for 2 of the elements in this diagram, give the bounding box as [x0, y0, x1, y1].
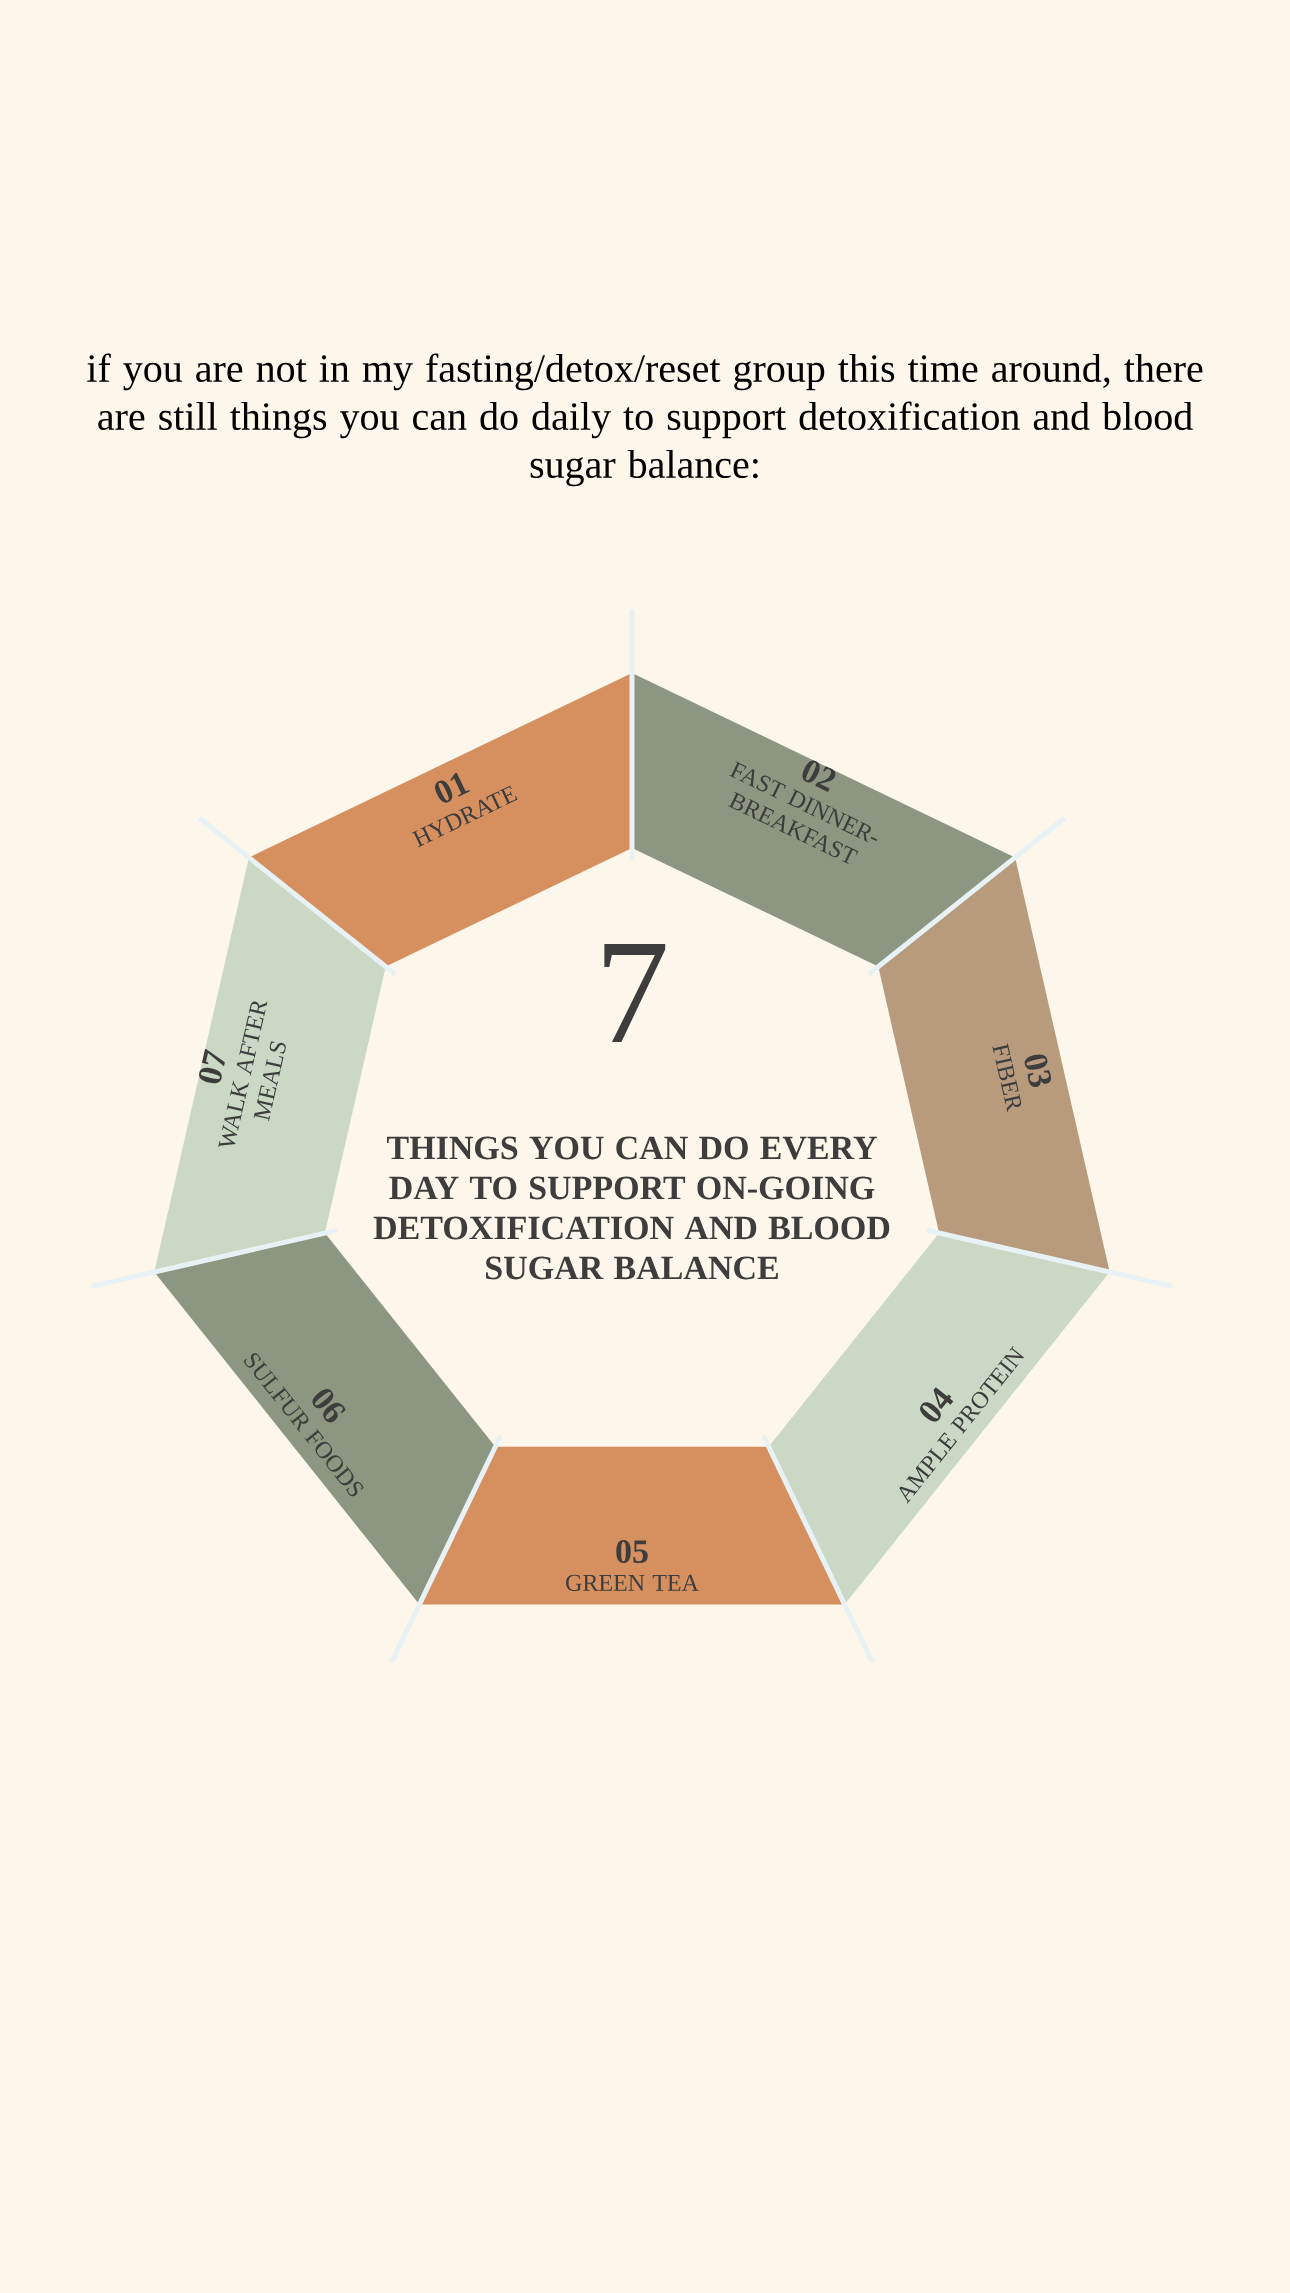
title: if you are not in my fasting/detox/reset group this time around, there are still things you can do daily to support detoxification and blood sugar balance: — [87, 353, 1203, 487]
segment: 05 GREEN TEA — [419, 1446, 845, 1605]
